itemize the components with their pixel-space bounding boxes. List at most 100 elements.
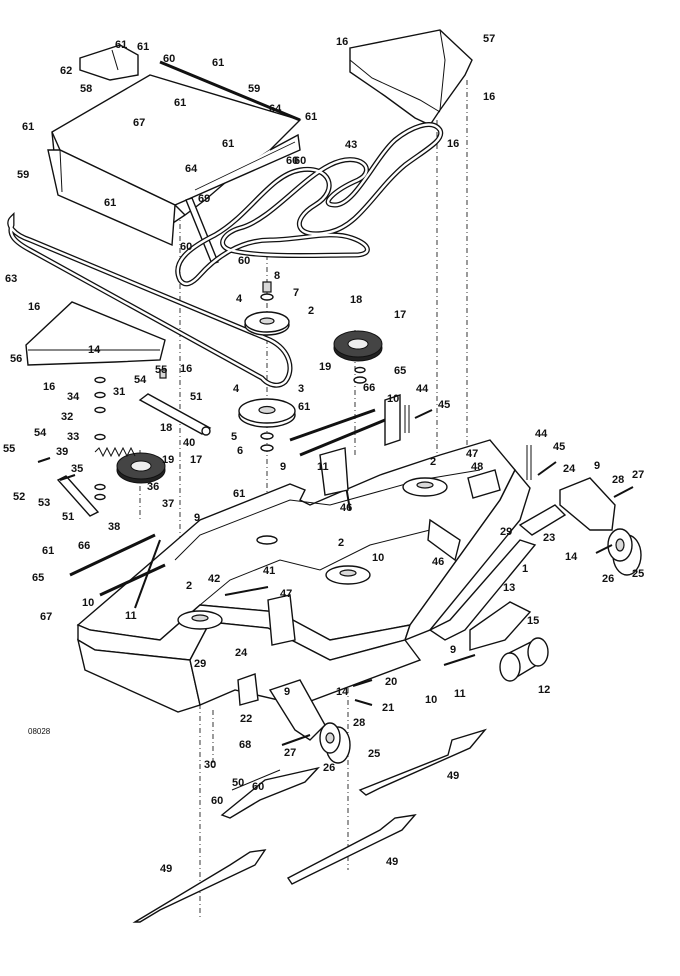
callout-46: 46 xyxy=(432,556,444,568)
callout-1: 1 xyxy=(522,563,528,575)
callout-36: 36 xyxy=(147,481,159,493)
callout-31: 31 xyxy=(113,386,125,398)
belt-shield-right xyxy=(349,29,473,126)
callout-56: 56 xyxy=(10,353,22,365)
callout-2: 2 xyxy=(430,456,436,468)
callout-49: 49 xyxy=(386,856,398,868)
deck-brackets xyxy=(267,394,461,646)
callout-7: 7 xyxy=(293,287,299,299)
pulley-3 xyxy=(238,398,296,428)
callout-9: 9 xyxy=(594,460,600,472)
callout-2: 2 xyxy=(308,305,314,317)
callout-66: 66 xyxy=(78,540,90,552)
callout-48: 48 xyxy=(471,461,483,473)
callout-24: 24 xyxy=(235,647,248,659)
callout-10: 10 xyxy=(82,597,94,609)
callout-52: 52 xyxy=(13,491,25,503)
callout-49: 49 xyxy=(160,863,172,875)
callout-16: 16 xyxy=(28,301,40,313)
callout-54: 54 xyxy=(34,427,47,439)
callout-10: 10 xyxy=(387,393,399,405)
gauge-wheel-left xyxy=(319,722,351,764)
callout-17: 17 xyxy=(190,454,202,466)
callout-44: 44 xyxy=(416,383,429,395)
deflector-50 xyxy=(220,766,321,819)
callout-61: 61 xyxy=(42,545,54,557)
callout-67: 67 xyxy=(40,611,52,623)
spindle-cover-left xyxy=(25,301,166,366)
callout-60: 60 xyxy=(211,795,223,807)
callout-61: 61 xyxy=(104,197,116,209)
callout-16: 16 xyxy=(336,36,348,48)
callout-33: 33 xyxy=(67,431,79,443)
drawing-number: 08028 xyxy=(28,727,51,736)
callout-59: 59 xyxy=(248,83,260,95)
callout-28: 28 xyxy=(353,717,365,729)
callout-16: 16 xyxy=(483,91,495,103)
callout-51: 51 xyxy=(190,391,202,403)
belt-63 xyxy=(7,211,293,388)
callout-61: 61 xyxy=(233,488,245,500)
callout-53: 53 xyxy=(38,497,50,509)
callout-38: 38 xyxy=(108,521,120,533)
callout-55: 55 xyxy=(155,364,167,376)
callout-60: 60 xyxy=(238,255,250,267)
callout-54: 54 xyxy=(134,374,147,386)
callout-9: 9 xyxy=(284,686,290,698)
callout-14: 14 xyxy=(336,686,349,698)
callout-46: 46 xyxy=(340,502,352,514)
callout-37: 37 xyxy=(162,498,174,510)
callout-61: 61 xyxy=(137,41,149,53)
callout-60: 60 xyxy=(252,781,264,793)
callout-64: 64 xyxy=(269,103,282,115)
callout-41: 41 xyxy=(263,565,275,577)
callout-43: 43 xyxy=(345,139,357,151)
callout-29: 29 xyxy=(500,526,512,538)
callout-29: 29 xyxy=(194,658,206,670)
callout-61: 61 xyxy=(115,39,127,51)
callout-44: 44 xyxy=(535,428,548,440)
callout-14: 14 xyxy=(565,551,578,563)
callout-61: 61 xyxy=(22,121,34,133)
gauge-wheel-front xyxy=(499,637,549,682)
callout-15: 15 xyxy=(527,615,539,627)
callout-68: 68 xyxy=(239,739,251,751)
callout-65: 65 xyxy=(394,365,406,377)
callout-42: 42 xyxy=(208,573,220,585)
deck-spindles xyxy=(177,477,448,630)
callout-4: 4 xyxy=(233,383,240,395)
callout-66: 66 xyxy=(363,382,375,394)
callout-58: 58 xyxy=(80,83,92,95)
callout-57: 57 xyxy=(483,33,495,45)
callout-65: 65 xyxy=(32,572,44,584)
callout-34: 34 xyxy=(67,391,80,403)
callout-50: 50 xyxy=(232,777,244,789)
callout-2: 2 xyxy=(338,537,344,549)
link-rods xyxy=(69,408,386,609)
hanger-bracket-right xyxy=(518,477,616,536)
callout-8: 8 xyxy=(274,270,280,282)
callout-16: 16 xyxy=(447,138,459,150)
callout-30: 30 xyxy=(204,759,216,771)
callout-9: 9 xyxy=(450,644,456,656)
callout-60: 60 xyxy=(286,155,298,167)
callout-47: 47 xyxy=(280,588,292,600)
callout-60: 60 xyxy=(180,241,192,253)
callout-19: 19 xyxy=(162,454,174,466)
spring-39 xyxy=(94,446,136,458)
blade-1 xyxy=(358,728,488,796)
callout-27: 27 xyxy=(632,469,644,481)
bolts xyxy=(37,409,634,746)
callout-16: 16 xyxy=(43,381,55,393)
callout-19: 19 xyxy=(319,361,331,373)
callout-45: 45 xyxy=(553,441,565,453)
anti-scalp-bracket-right xyxy=(428,539,537,651)
callout-59: 59 xyxy=(17,169,29,181)
spindle-hardware xyxy=(94,281,367,501)
cover-bracket xyxy=(79,44,139,81)
callout-47: 47 xyxy=(466,448,478,460)
callout-61: 61 xyxy=(212,57,224,69)
